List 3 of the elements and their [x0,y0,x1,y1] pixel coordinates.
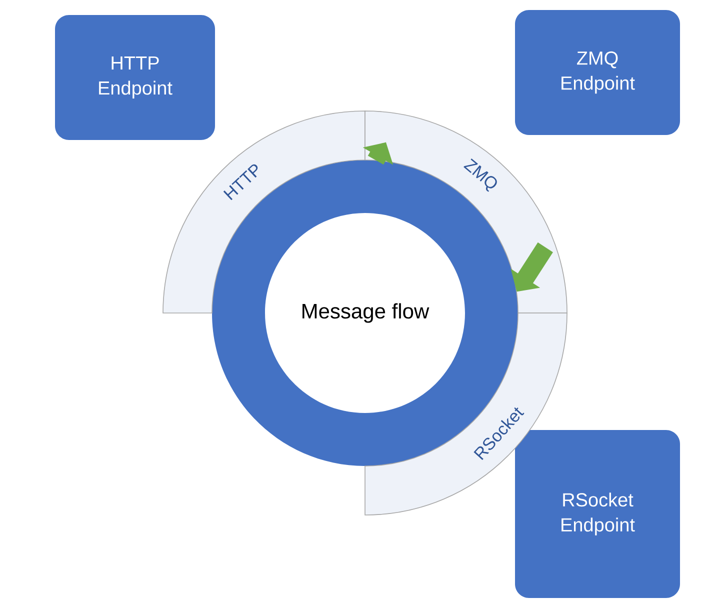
endpoint-box: HTTP Endpoint [55,15,215,140]
endpoint-box: RSocket Endpoint [515,430,680,598]
endpoint-box: ZMQ Endpoint [515,10,680,135]
